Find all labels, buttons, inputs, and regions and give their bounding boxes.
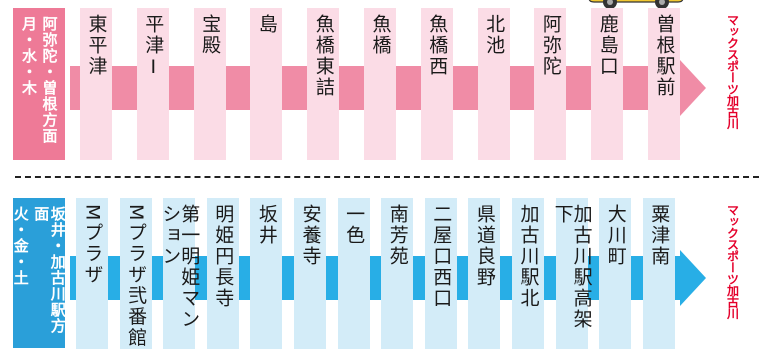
bus-stop: 北池: [477, 8, 510, 160]
bus-stop-name: 二屋口西口: [430, 204, 453, 309]
destination: マックスポーツ加古川: [718, 14, 748, 154]
bus-stop: 二屋口西口: [424, 198, 457, 349]
bus-stop: 大川町: [599, 198, 632, 349]
bus-stop-name: 一色: [343, 204, 366, 246]
bus-stop-name: 魚橋東詰: [312, 14, 335, 98]
route-direction-label: 阿弥陀・曽根方面: [40, 16, 59, 144]
route-direction-label: 坂井・加古川駅方面: [32, 206, 67, 334]
bus-stop-name: 坂井: [255, 204, 278, 246]
bus-stop: 粟津南: [642, 198, 675, 349]
bus-stop: 南芳苑: [381, 198, 414, 349]
bus-stop: 魚橋西: [420, 8, 453, 160]
bus-stop-name: 阿弥陀: [539, 14, 562, 77]
bus-stop: Mプラザ: [76, 198, 108, 349]
bus-stop: 加古川駅北: [512, 198, 544, 349]
bus-stop: 県道良野: [468, 198, 501, 349]
route-days-label: 火・金・土: [11, 206, 30, 286]
bus-stop-name: 加古川駅高架下: [551, 204, 593, 330]
destination-label: マックスポーツ加古川: [725, 204, 740, 319]
bus-stop: 安養寺: [294, 198, 326, 349]
destination-label: マックスポーツ加古川: [725, 14, 740, 129]
bus-stop: 平津Ⅰ: [136, 8, 169, 160]
bus-stop-name: 東平津: [85, 14, 108, 77]
bus-stop-name: 宝殿: [199, 14, 222, 56]
bus-stop-name: 大川町: [604, 204, 627, 267]
bus-stop-name: 島: [255, 14, 278, 35]
route-days-label: 月・水・木: [20, 16, 38, 96]
bus-stop: 宝殿: [193, 8, 226, 160]
bus-stop-name: Mプラザ: [81, 204, 104, 286]
bus-stop-name: 鹿島口: [596, 14, 619, 77]
bus-stop-name: 南芳苑: [386, 204, 409, 267]
bus-stop-name: 明姫円長寺: [212, 204, 235, 309]
bus-stop: Mプラザ弐番館: [119, 198, 152, 349]
bus-stop: 鹿島口: [591, 8, 624, 160]
route-side-label: 坂井・加古川駅方面 火・金・土: [11, 198, 67, 348]
destination: マックスポーツ加古川: [718, 204, 748, 344]
bus-illustration-icon: [588, 0, 684, 9]
bus-stop: 魚橋: [364, 8, 396, 160]
bus-stop: 曽根駅前: [648, 8, 680, 160]
bus-stop-name: 第一明姫マンション: [159, 204, 201, 330]
bus-stop-name: 平津Ⅰ: [142, 14, 165, 80]
route-pink: 阿弥陀・曽根方面 月・水・木 東平津 平津Ⅰ 宝殿 島 魚橋東詰 魚橋 魚橋西 北池 阿弥陀 鹿島…: [0, 0, 769, 168]
route-side-label: 阿弥陀・曽根方面 月・水・木: [13, 8, 65, 160]
bus-stop-name: 県道良野: [473, 204, 496, 288]
bus-stop-name: Mプラザ弐番館: [125, 204, 148, 349]
route-blue: 坂井・加古川駅方面 火・金・土 Mプラザ Mプラザ弐番館第一明姫マンション明姫円長…: [0, 190, 769, 359]
bus-stop: 明姫円長寺: [206, 198, 239, 349]
bus-stop-name: 魚橋: [369, 14, 392, 56]
bus-stop: 加古川駅高架下: [551, 198, 593, 349]
bus-stop: 坂井: [250, 198, 283, 349]
arrow-right-icon: [680, 250, 706, 306]
bus-stop: 阿弥陀: [534, 8, 567, 160]
bus-stop-name: 曽根駅前: [653, 14, 676, 98]
bus-stop-name: 加古川駅北: [517, 204, 540, 309]
bus-stop-name: 粟津南: [648, 204, 671, 267]
bus-stop: 一色: [337, 198, 370, 349]
bus-stop-name: 魚橋西: [426, 14, 449, 77]
arrow-right-icon: [680, 60, 706, 116]
bus-stop: 第一明姫マンション: [159, 198, 201, 349]
bus-stop: 島: [250, 8, 283, 160]
bus-stop-name: 安養寺: [299, 204, 322, 267]
bus-stop: 魚橋東詰: [307, 8, 340, 160]
bus-stop-name: 北池: [483, 14, 506, 56]
route-divider: [15, 176, 759, 178]
bus-stop: 東平津: [80, 8, 112, 160]
